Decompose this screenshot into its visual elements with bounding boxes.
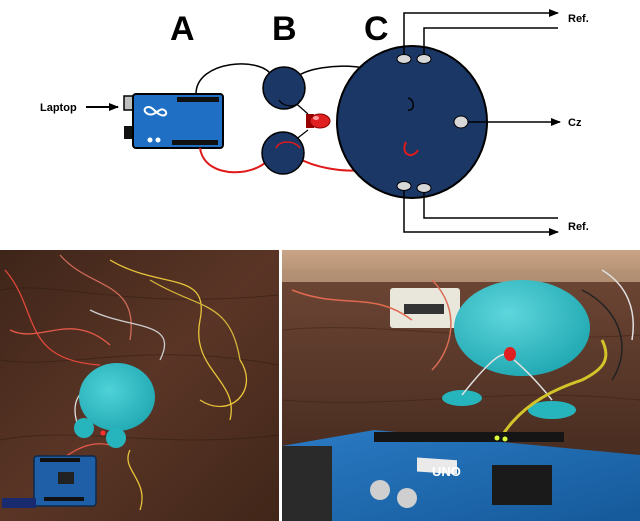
electrode-cz: [453, 115, 469, 129]
board-uno-text: UNO: [432, 464, 461, 479]
panel-label-c: C: [364, 10, 389, 48]
photo-side-view: UNO: [282, 250, 640, 521]
electrode-b-bottom: [261, 131, 305, 175]
wire-red-a-b: [199, 147, 271, 174]
electrode-ref-top-2: [416, 54, 432, 64]
playdough-head-photo-right: [454, 280, 590, 376]
photo-top-view: [0, 250, 279, 521]
led-icon: [306, 113, 331, 129]
playdough-head-photo-left: [79, 363, 155, 431]
wire-black-a-b: [195, 63, 273, 95]
arduino-photo-left: [2, 455, 97, 508]
electrode-b-top: [262, 66, 306, 110]
laptop-label: Laptop: [40, 102, 77, 114]
led-photo-right: [504, 347, 516, 361]
panel-label-b: B: [272, 10, 297, 48]
electrode-ref-bottom-1: [396, 181, 412, 191]
ref-bottom-label: Ref.: [568, 221, 589, 233]
ref-top-label: Ref.: [568, 13, 589, 25]
panel-label-a: A: [170, 10, 195, 48]
arduino-board-icon: [123, 93, 224, 149]
electrode-ref-bottom-2: [416, 183, 432, 193]
setup-diagram: A B C Laptop: [40, 9, 589, 236]
electrode-ref-top-1: [396, 54, 412, 64]
cz-label: Cz: [568, 117, 582, 129]
